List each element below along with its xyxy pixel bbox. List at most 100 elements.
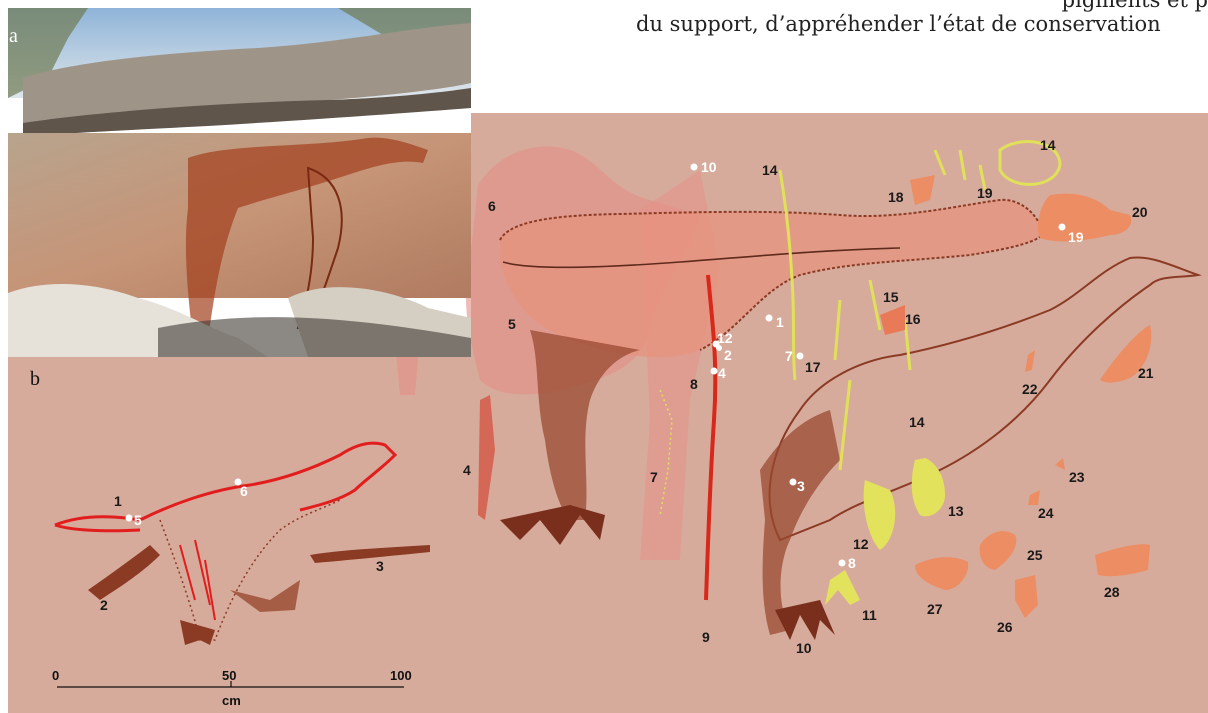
sample-point-1-label: 1	[776, 314, 784, 330]
figure-6-outline	[500, 200, 1043, 350]
figure-10-feet	[775, 600, 835, 640]
figure-6-lower-outline	[503, 248, 900, 267]
left-figure-foot	[180, 620, 215, 645]
figure-label-8: 8	[690, 376, 698, 392]
sample-point-2-dot	[716, 345, 722, 351]
figure-label-25: 25	[1027, 547, 1043, 563]
panel-b-background-upper	[471, 113, 1208, 363]
figure-25-orange-hand	[980, 531, 1017, 570]
sample-point-8-label: 8	[848, 555, 856, 571]
panel-a-letter: a	[9, 25, 18, 48]
sample-point-2-label: 2	[724, 347, 732, 363]
scale-bar-tick-0: 0	[52, 668, 59, 683]
left-figure-labels: 1 2 3	[100, 493, 384, 613]
figure-5-leg	[530, 330, 640, 520]
left-figure-label-3: 3	[376, 558, 384, 574]
figure-label-11: 11	[862, 607, 877, 623]
figure-12-yellow-shape	[864, 480, 896, 550]
figure-label-26: 26	[997, 619, 1013, 635]
figure-label-4: 4	[463, 462, 471, 478]
figure-11-yellow-shape	[825, 570, 860, 605]
figure-20-orange-hand	[1038, 194, 1131, 242]
figure-10-bird-hatching	[760, 410, 840, 635]
figure-label-7: 7	[650, 469, 658, 485]
figure-label-28: 28	[1104, 584, 1120, 600]
left-figure-red-stripes	[180, 540, 215, 620]
sample-point-8-dot	[839, 560, 846, 567]
figure-label-10: 10	[796, 640, 812, 656]
scale-bar-tick-50: 50	[222, 668, 236, 683]
sample-point-12-label: 12	[717, 330, 733, 346]
figure-16-orange-mark	[880, 305, 905, 335]
left-figure-1-outline	[55, 443, 395, 525]
sample-point-19-dot	[1059, 224, 1066, 231]
sample-point-10-label: 10	[701, 159, 717, 175]
figure-7-yellow-hatching	[660, 390, 672, 515]
figure-label-20: 20	[1132, 204, 1148, 220]
figure-4-red-marks	[478, 395, 495, 520]
figure-label-16: 16	[905, 311, 921, 327]
figure-6-body	[500, 200, 1043, 357]
left-figure-body-hatching	[160, 500, 340, 640]
panel-b-letter: b	[30, 368, 40, 391]
figure-23-orange-mark	[1055, 458, 1065, 470]
figure-label-6: 6	[488, 198, 496, 214]
figure-9-red-line	[706, 275, 715, 600]
right-figure-labels: 4 5 6 7 8 9 10 11 12 13 14 14 14 15 16 1…	[463, 137, 1154, 656]
sample-point-5-label: 5	[134, 512, 142, 528]
figure-label-21: 21	[1138, 365, 1154, 381]
left-figure-label-1: 1	[114, 493, 122, 509]
header-text: pigments et p du support, d’appréhender …	[636, 0, 1208, 38]
figure-13-yellow-shape	[912, 458, 945, 516]
figure-label-24: 24	[1038, 505, 1054, 521]
figure-label-19: 19	[977, 185, 993, 201]
left-figure-2-leg	[88, 545, 160, 600]
sample-point-7-label: 7	[785, 348, 793, 364]
figure-14-yellow-strokes	[935, 150, 985, 190]
figure-label-17: 17	[805, 359, 821, 375]
figure-label-14a: 14	[762, 162, 778, 178]
figure-label-14c: 14	[909, 414, 925, 430]
sample-point-10-dot	[691, 164, 698, 171]
figure-21-orange-hand	[1100, 325, 1151, 383]
sample-point-6-dot	[235, 479, 242, 486]
left-figure-3-leg	[310, 545, 430, 563]
figure-24-orange-mark	[1028, 490, 1040, 505]
scale-bar-unit: cm	[222, 693, 241, 708]
left-figure-back-leg	[230, 580, 300, 612]
figure-28-orange-hand	[1095, 544, 1150, 576]
figure-10-bird	[770, 257, 1198, 540]
sample-point-6-label: 6	[240, 483, 248, 499]
figure-22-orange-mark	[1025, 350, 1035, 372]
panel-a-photo	[8, 8, 471, 357]
figure-label-15: 15	[883, 289, 899, 305]
left-figure-1-tail	[55, 525, 140, 531]
figure-yellow-legs	[835, 280, 910, 470]
panel-b-background-lower	[8, 357, 1208, 713]
sample-point-12-dot	[713, 341, 720, 348]
sample-point-4-dot	[711, 368, 718, 375]
sample-point-4-label: 4	[718, 365, 726, 381]
header-line-2: du support, d’appréhender l’état de cons…	[636, 12, 1161, 36]
figure-label-12: 12	[853, 536, 869, 552]
scale-bar: 0 50 100 cm	[52, 668, 412, 708]
header-line-1: pigments et p	[1062, 0, 1208, 12]
figure-label-14b: 14	[1040, 137, 1056, 153]
left-figure-label-2: 2	[100, 597, 108, 613]
figure-27-orange-hand	[915, 557, 968, 590]
figure-label-13: 13	[948, 503, 964, 519]
figure-14-yellow-loop	[1000, 142, 1060, 185]
sample-point-3-dot	[790, 479, 797, 486]
sample-point-1-dot	[766, 315, 773, 322]
figure-26-orange-hand	[1015, 575, 1038, 618]
figure-label-22: 22	[1022, 381, 1038, 397]
sample-point-7-dot	[797, 353, 804, 360]
figure-5-foot	[500, 505, 605, 545]
figure-label-27: 27	[927, 601, 943, 617]
scale-bar-tick-100: 100	[390, 668, 412, 683]
figure-label-23: 23	[1069, 469, 1085, 485]
figure-label-9: 9	[702, 629, 710, 645]
rock-shelter-photo	[8, 8, 471, 357]
light-red-hand-tracing	[466, 146, 700, 394]
figure-label-5: 5	[508, 316, 516, 332]
